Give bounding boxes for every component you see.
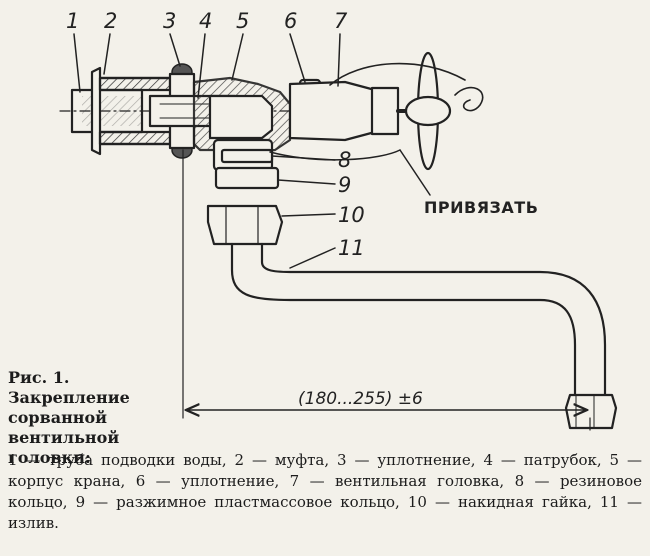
- label-5: 5: [236, 9, 249, 33]
- leader-lines: [73, 33, 591, 431]
- label-9: 9: [338, 173, 351, 197]
- valve-head: [288, 51, 484, 171]
- figure-title: Закрепление сорванной вентильной головки…: [8, 388, 130, 467]
- label-8: 8: [338, 148, 351, 172]
- label-11: 11: [338, 236, 365, 260]
- caption-body: 1 — труба подводки воды, 2 — муфта, 3 — …: [8, 451, 642, 532]
- coupling: [90, 66, 172, 156]
- label-2: 2: [104, 9, 117, 33]
- dimension-label: (180...255) ±6: [298, 389, 423, 409]
- tie-wire: [269, 149, 431, 196]
- plastic-ring: [214, 166, 280, 190]
- caption-title: Рис. 1. Закрепление сорванной вентильной…: [8, 368, 130, 468]
- part-labels: 1 2 3 4 5 6 7 8 9 10 11: [66, 9, 365, 260]
- label-4: 4: [199, 9, 212, 33]
- spout: [230, 242, 618, 430]
- label-10: 10: [338, 203, 365, 227]
- label-6: 6: [284, 9, 297, 33]
- label-3: 3: [163, 9, 176, 33]
- union-nut: [206, 204, 284, 246]
- label-7: 7: [334, 9, 348, 33]
- label-1: 1: [66, 9, 79, 33]
- tie-note: ПРИВЯЗАТЬ: [424, 198, 538, 217]
- figure-number: Рис. 1.: [8, 368, 70, 387]
- rubber-ring: [220, 148, 274, 164]
